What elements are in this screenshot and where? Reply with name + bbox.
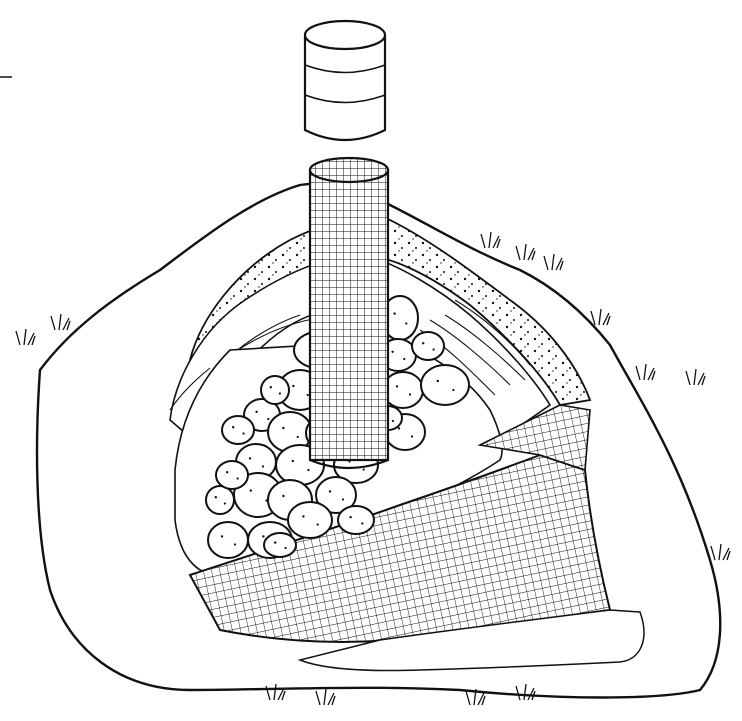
grass-tuft bbox=[711, 544, 730, 560]
potato-eye bbox=[307, 394, 309, 396]
potato-eye bbox=[267, 418, 269, 420]
potato-eye bbox=[437, 380, 439, 382]
grass-tuft bbox=[481, 232, 500, 248]
potato-eye bbox=[215, 496, 217, 498]
grass-tuft bbox=[544, 254, 563, 270]
potato-eye bbox=[226, 471, 228, 473]
potato-eye bbox=[392, 420, 394, 422]
potato bbox=[421, 365, 469, 405]
potato-eye bbox=[292, 385, 294, 387]
grass-tuft bbox=[591, 309, 610, 325]
potato-eye bbox=[285, 547, 287, 549]
potato-eye bbox=[391, 351, 393, 353]
grass-tuft bbox=[516, 244, 535, 260]
potato-eye bbox=[262, 465, 264, 467]
grass-tuft bbox=[636, 364, 655, 380]
potato-eye bbox=[307, 469, 309, 471]
potato-eye bbox=[393, 312, 395, 314]
potato-eye bbox=[292, 460, 294, 462]
potato-eye bbox=[237, 477, 239, 479]
potato-eye bbox=[317, 523, 319, 525]
potato bbox=[412, 332, 444, 360]
grass-tuft bbox=[16, 329, 35, 345]
potato-eye bbox=[270, 386, 272, 388]
potato-eye bbox=[232, 426, 234, 428]
grass-tuft bbox=[686, 369, 705, 385]
potato-eye bbox=[409, 393, 411, 395]
potato bbox=[216, 461, 248, 489]
potato bbox=[208, 522, 248, 558]
potato-eye bbox=[234, 543, 236, 545]
potato-eye bbox=[262, 535, 264, 537]
potato bbox=[264, 533, 296, 557]
potato-eye bbox=[274, 541, 276, 543]
potato bbox=[206, 486, 234, 514]
potato bbox=[338, 506, 374, 534]
potato-eye bbox=[282, 427, 284, 429]
potato-eye bbox=[329, 490, 331, 492]
grass-tuft bbox=[51, 314, 70, 330]
grass-tuft bbox=[316, 689, 335, 705]
potato-eye bbox=[282, 495, 284, 497]
potato-eye bbox=[297, 436, 299, 438]
potato-eye bbox=[224, 502, 226, 504]
potato-eye bbox=[302, 515, 304, 517]
ventilation-pipe-cap bbox=[305, 21, 385, 140]
potato-eye bbox=[255, 411, 257, 413]
potato-eye bbox=[396, 385, 398, 387]
potato-eye bbox=[363, 468, 365, 470]
potato-eye bbox=[361, 522, 363, 524]
potato bbox=[288, 502, 332, 538]
potato-eye bbox=[405, 322, 407, 324]
potato-eye bbox=[250, 489, 252, 491]
potato-eye bbox=[452, 389, 454, 391]
mesh-ventilation-tube bbox=[310, 158, 388, 468]
potato bbox=[261, 376, 289, 404]
potato-eye bbox=[249, 457, 251, 459]
potato-eye bbox=[422, 342, 424, 344]
potato-eye bbox=[411, 435, 413, 437]
potato-eye bbox=[342, 498, 344, 500]
potato-eye bbox=[221, 535, 223, 537]
potato-eye bbox=[433, 348, 435, 350]
potato-eye bbox=[243, 432, 245, 434]
potato-eye bbox=[279, 392, 281, 394]
potato bbox=[222, 416, 254, 444]
potato-eye bbox=[349, 516, 351, 518]
potato-eye bbox=[403, 358, 405, 360]
